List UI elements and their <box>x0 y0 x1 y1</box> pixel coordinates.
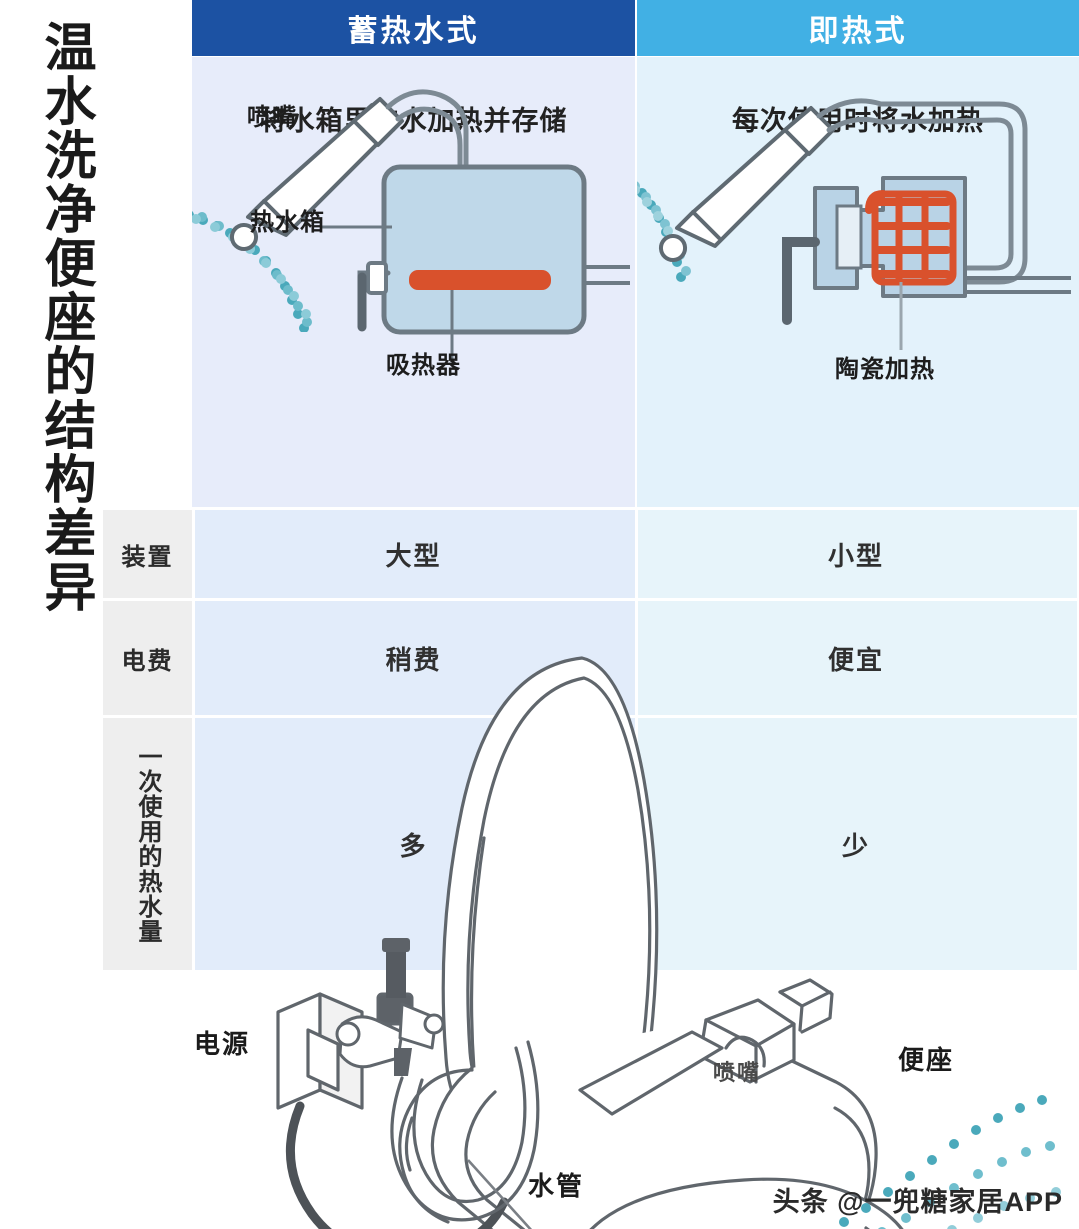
row-label-hot-water-volume: 一次使用的热水量 <box>103 718 192 970</box>
row-label-device: 装置 <box>103 510 192 598</box>
diagram-panel-instant: 每次使用时将水加热 <box>637 57 1079 507</box>
cell-volume-instant: 少 <box>635 718 1077 970</box>
column-header-storage: 蓄热水式 <box>192 0 635 56</box>
label-nozzle-storage: 喷嘴 <box>247 104 297 131</box>
label-water-pipe: 水管 <box>528 1171 585 1201</box>
toilet-illustration-icon <box>276 656 1061 1229</box>
ceramic-heater-diagram-icon <box>658 98 1071 350</box>
column-divider <box>192 510 195 970</box>
table-row: 装置 大型 小型 <box>103 510 1079 598</box>
label-ceramic-heating: 陶瓷加热 <box>835 356 935 383</box>
cell-device-storage: 大型 <box>192 510 635 598</box>
cell-electricity-instant: 便宜 <box>635 601 1077 715</box>
table-row: 电费 稍费 便宜 <box>103 601 1079 715</box>
label-toilet-seat: 便座 <box>898 1045 955 1075</box>
watermark: 头条 @一兜糖家居APP <box>772 1187 1063 1217</box>
column-header-instant: 即热式 <box>637 0 1079 56</box>
label-hot-water-tank: 热水箱 <box>250 209 325 236</box>
column-header-instant-label: 即热式 <box>808 15 908 48</box>
row-divider <box>103 598 1079 601</box>
label-nozzle-bottom: 喷嘴 <box>713 1060 762 1085</box>
row-label-electricity: 电费 <box>103 601 192 715</box>
page-title: 温水洗净便座的结构差异 <box>36 20 94 614</box>
column-header-storage-label: 蓄热水式 <box>347 15 480 48</box>
label-heat-absorber: 吸热器 <box>386 352 461 379</box>
label-power-source: 电源 <box>194 1029 251 1059</box>
toilet-seat-illustration: 电源 水管 喷嘴 便座 <box>150 600 1079 1229</box>
diagram-panel-storage: 将水箱里的水加热并存储 <box>192 57 635 507</box>
cell-device-instant: 小型 <box>635 510 1077 598</box>
storage-tank-diagram-icon <box>229 89 630 359</box>
